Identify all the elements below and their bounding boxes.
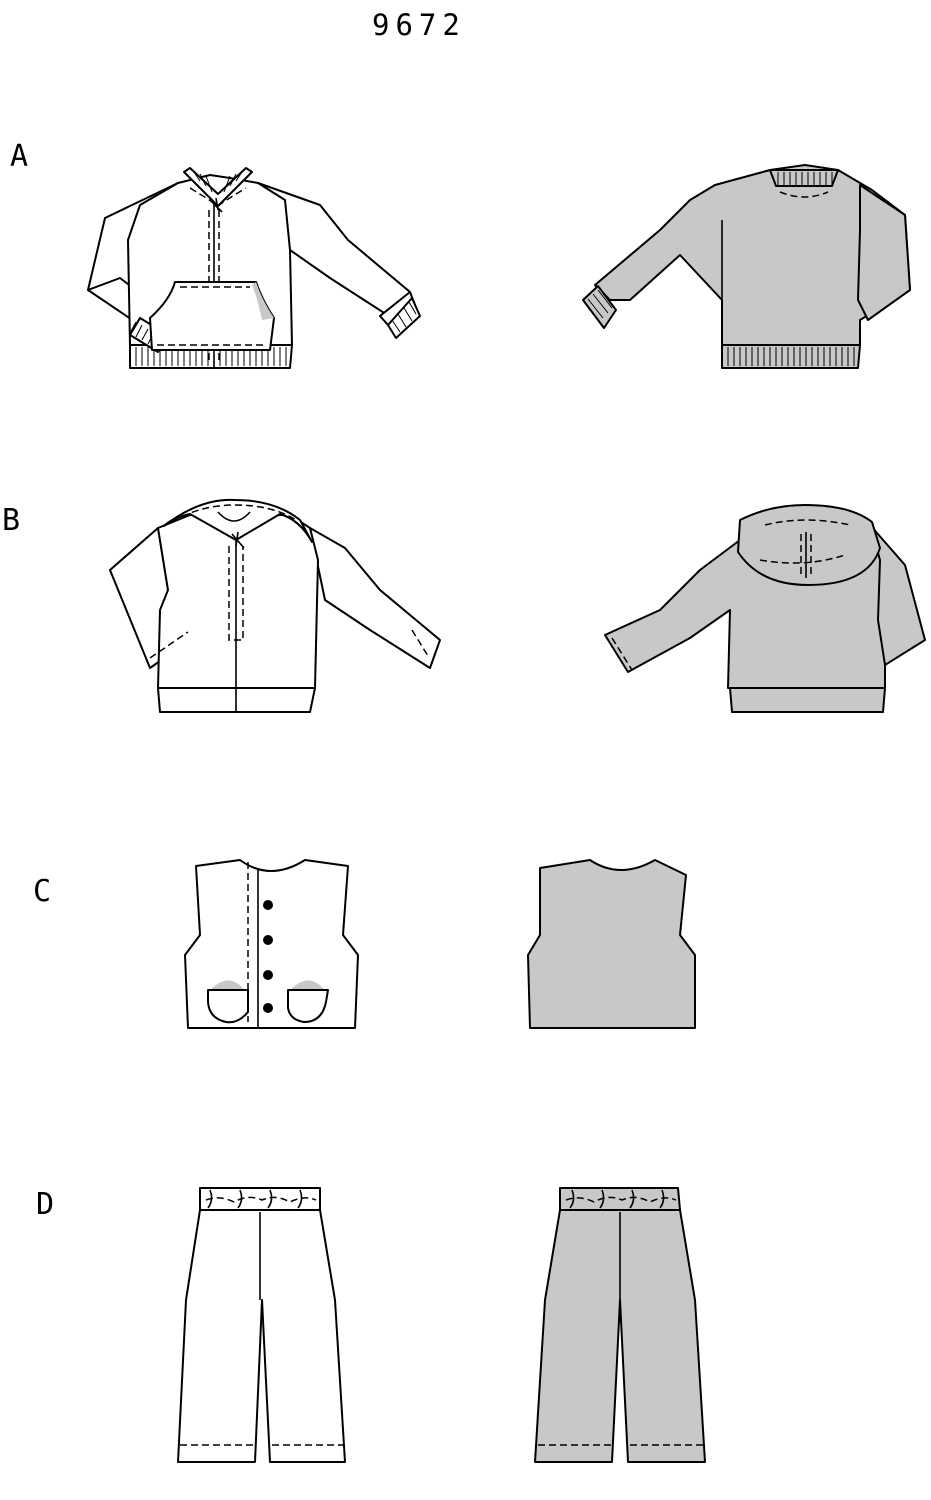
view-label-a: A	[10, 139, 29, 174]
pattern-number: 9672	[372, 8, 466, 42]
vest-c-back	[527, 859, 696, 1029]
jacket-b-front	[109, 498, 441, 713]
jacket-b-back	[604, 504, 926, 713]
hem-ribbing-a-front	[135, 347, 287, 366]
button	[263, 935, 273, 945]
jacket-a-back	[582, 164, 911, 369]
button	[263, 900, 273, 910]
view-label-c: C	[33, 874, 52, 909]
jacket-a-front	[87, 167, 421, 369]
vest-c-front	[184, 859, 359, 1029]
view-label-b: B	[2, 503, 21, 538]
view-label-d: D	[36, 1187, 55, 1222]
button	[263, 970, 273, 980]
button	[263, 1003, 273, 1013]
trousers-d-front	[177, 1187, 346, 1463]
trousers-d-back	[534, 1187, 706, 1463]
